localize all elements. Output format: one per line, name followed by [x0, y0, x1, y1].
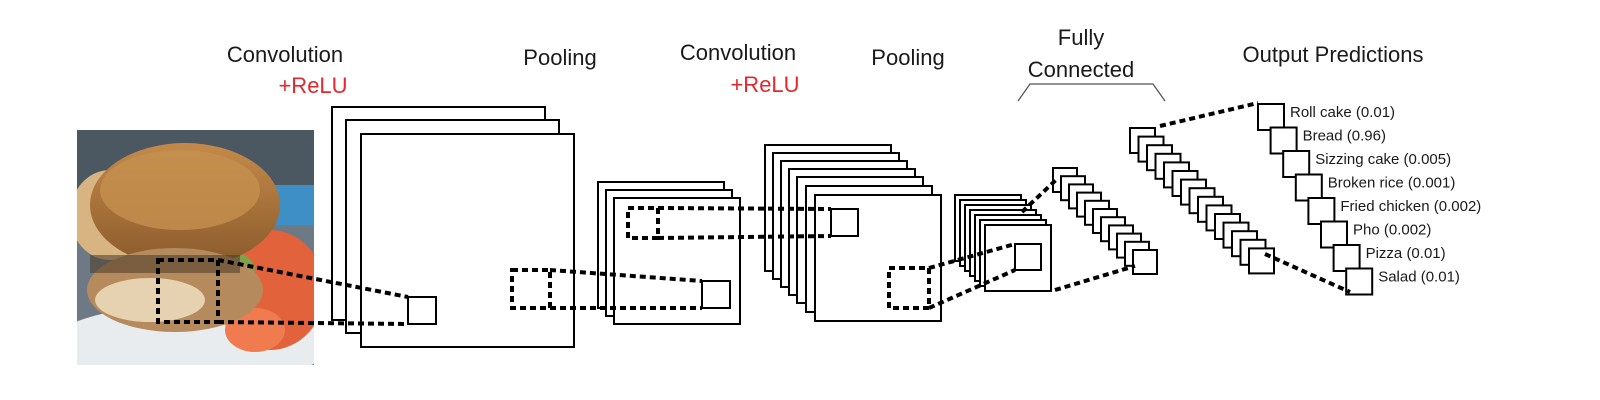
prediction-label: Fried chicken (0.002)	[1340, 198, 1481, 215]
label-convolution-2: Convolution	[680, 40, 796, 65]
output-unit	[1294, 173, 1323, 202]
input-image	[77, 130, 314, 365]
label-relu-2: +ReLU	[730, 72, 799, 97]
prediction-label: Broken rice (0.001)	[1328, 175, 1456, 192]
label-pooling-1: Pooling	[523, 45, 596, 70]
conv2-neuron	[830, 208, 859, 237]
output-layer	[1257, 103, 1374, 296]
label-relu-1: +ReLU	[278, 73, 347, 98]
conv2-feature-maps	[764, 144, 942, 322]
pool2-neuron	[1014, 243, 1042, 271]
fc1-unit	[1132, 249, 1158, 275]
prediction-labels: Roll cake (0.01) Bread (0.96) Sizzing cake…	[1290, 104, 1481, 286]
label-output-predictions: Output Predictions	[1243, 42, 1424, 67]
conv1-feature-maps	[331, 106, 575, 348]
output-unit	[1320, 220, 1348, 249]
fc-bracket	[1017, 83, 1166, 102]
label-fully: Fully	[1058, 25, 1104, 50]
prediction-label: Pizza (0.01)	[1366, 245, 1446, 262]
prediction-label: Salad (0.01)	[1378, 269, 1460, 286]
pool-window-1	[510, 268, 552, 310]
pool1-neuron	[701, 280, 731, 309]
prediction-label: Bread (0.96)	[1303, 128, 1386, 145]
receptive-field-image	[156, 258, 220, 324]
pool1-feature-maps	[597, 181, 741, 325]
fc-layer-2	[1129, 127, 1275, 275]
prediction-label: Roll cake (0.01)	[1290, 104, 1395, 121]
prediction-label: Pho (0.002)	[1353, 222, 1431, 239]
output-unit	[1269, 126, 1298, 155]
output-unit	[1332, 244, 1361, 272]
output-unit	[1307, 197, 1336, 225]
label-pooling-2: Pooling	[871, 45, 944, 70]
fc-layer-1	[1052, 167, 1158, 275]
fc2-unit	[1248, 247, 1275, 275]
prediction-label: Sizzing cake (0.005)	[1315, 151, 1451, 168]
output-unit	[1282, 150, 1311, 178]
pool-window-2	[887, 266, 931, 310]
conv1-neuron	[407, 296, 437, 325]
label-convolution-1: Convolution	[227, 42, 343, 67]
connectors	[217, 101, 1351, 326]
label-connected: Connected	[1028, 57, 1134, 82]
conv-window-2	[626, 206, 660, 240]
output-unit	[1257, 103, 1285, 131]
